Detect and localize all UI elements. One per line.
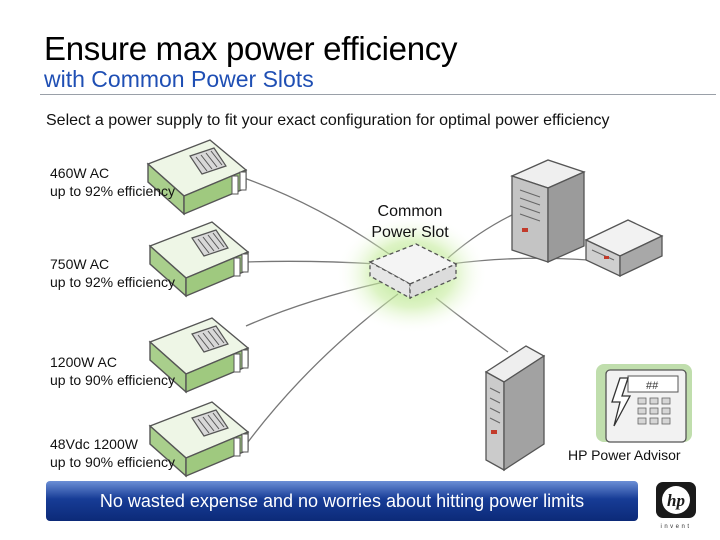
psu-750w-label: 750W AC up to 92% efficiency xyxy=(50,255,175,291)
psu-1200w-label: 1200W AC up to 90% efficiency xyxy=(50,353,175,389)
rack-server-icon xyxy=(584,219,664,278)
psu-efficiency: up to 92% efficiency xyxy=(50,183,176,199)
power-advisor-label: HP Power Advisor xyxy=(568,447,681,463)
summary-banner: No wasted expense and no worries about h… xyxy=(46,481,638,521)
common-power-slot-icon xyxy=(368,243,458,300)
svg-text:##: ## xyxy=(646,380,659,392)
psu-efficiency: up to 92% efficiency xyxy=(50,274,176,290)
hp-logo: hp invent xyxy=(656,482,696,530)
psu-48vdc-label: 48Vdc 1200W up to 90% efficiency xyxy=(50,435,175,471)
logo-text: hp xyxy=(667,491,685,510)
page-subtitle: with Common Power Slots xyxy=(44,66,314,92)
psu-efficiency: up to 90% efficiency xyxy=(50,372,176,388)
psu-460w-label: 460W AC up to 92% efficiency xyxy=(50,164,175,200)
logo-tagline: invent xyxy=(660,524,691,530)
psu-name: 750W AC xyxy=(50,256,110,272)
tower-server-icon xyxy=(510,159,586,264)
psu-name: 48Vdc 1200W xyxy=(50,436,138,452)
psu-name: 460W AC xyxy=(50,165,110,181)
psu-name: 1200W AC xyxy=(50,354,117,370)
blade-server-icon xyxy=(484,345,546,472)
page-title: Ensure max power efficiency xyxy=(44,30,458,67)
power-advisor-icon: ## xyxy=(596,364,692,443)
psu-efficiency: up to 90% efficiency xyxy=(50,454,176,470)
title-divider xyxy=(40,94,716,95)
intro-text: Select a power supply to fit your exact … xyxy=(46,112,610,129)
common-power-slot-label: Common Power Slot xyxy=(371,203,449,241)
